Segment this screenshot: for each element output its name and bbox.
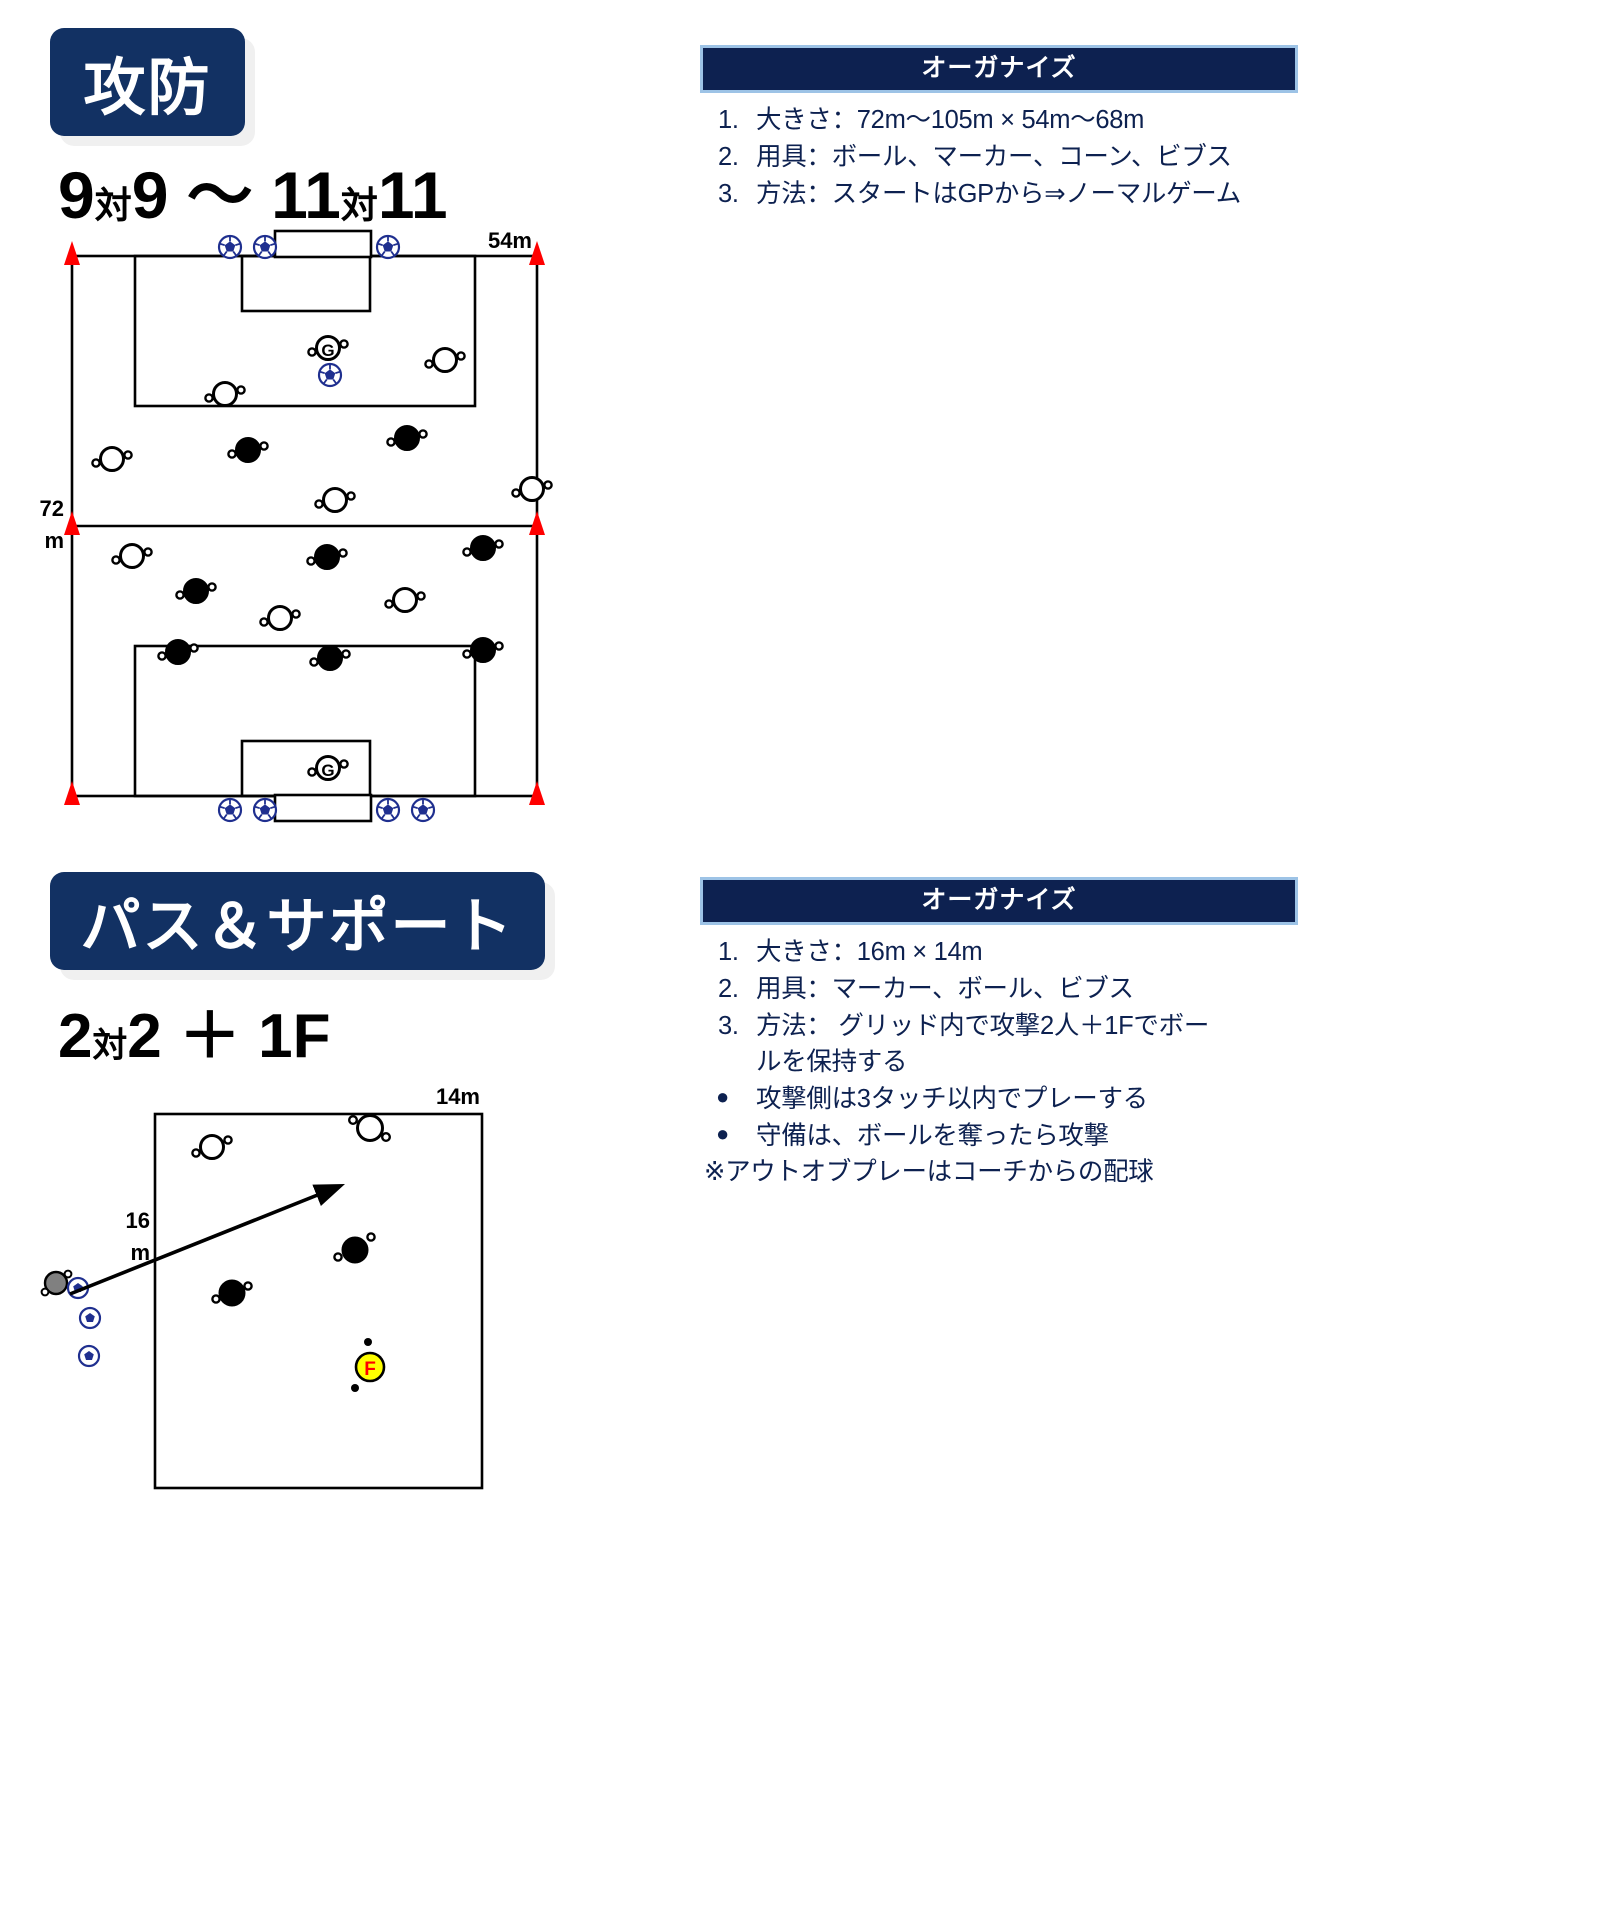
organize-item: 2. 用具：マーカー、ボール、ビブス [700,972,1298,1007]
pass-arrow [69,1183,346,1296]
organize-item-continuation: ルを保持する [700,1045,1298,1080]
grid-height-label-unit: m [130,1240,150,1265]
organize-item-text: 大きさ：16m × 14m [756,938,983,967]
ball-icon [217,797,243,823]
player-token-white [191,1134,233,1160]
headline-part-vs1: 対 [92,1027,128,1065]
organize-item-number: 2. [718,974,739,1003]
bullet-icon: ● [716,1120,729,1146]
headline-part-post: 11 [377,158,448,232]
player-token-black [333,1232,376,1264]
headline-part-mid: 2 ＋ 1F [127,1002,331,1071]
ball-icon [217,234,243,260]
organize-item-text: ルを保持する [756,1048,908,1077]
organize-item-number: 1. [718,938,739,967]
ball-icon [252,797,278,823]
organize-bullet-item: ● 攻撃側は3タッチ以内でプレーする [700,1082,1298,1117]
ball-icon [77,1344,101,1368]
free-player-label: F [364,1359,376,1380]
organize-header-1: オーガナイズ [700,45,1298,94]
organize-item-number: 2. [718,142,739,171]
headline-2v2-plus-1f: 2対2 ＋ 1F [58,985,331,1075]
ball-icon [410,797,436,823]
headline-9v9-11v11: 9対9 ～ 11対11 [58,142,448,238]
pitch-height-label-unit: m [44,528,64,553]
organize-item: 2. 用具：ボール、マーカー、コーン、ビブス [700,140,1298,175]
headline-part-pre: 9 [58,158,95,232]
organize-item: 3. 方法： グリッド内で攻撃2人＋1Fでボー [700,1009,1298,1044]
section-title-pill-pass-support: パス＆サポート [50,872,545,970]
organize-item-text: 方法： グリッド内で攻撃2人＋1Fでボー [756,1011,1210,1040]
organize-item: 1. 大きさ：16m × 14m [700,935,1298,970]
headline-part-vs2: 対 [340,185,378,226]
headline-part-mid: 9 ～ 11 [131,158,341,232]
cone-icon [64,241,80,265]
headline-part-pre: 2 [58,1002,93,1071]
pitch-width-label: 54m [488,228,532,253]
organize-item: 1. 大きさ：72m～105m × 54m～68m [700,103,1298,138]
organize-item-text: 方法：スタートはGPから⇒ノーマルゲーム [756,179,1241,208]
organize-bullet-item: ● 守備は、ボールを奪ったら攻撃 [700,1119,1298,1154]
goalkeeper-label: G [321,761,334,780]
free-player-token: F [351,1338,386,1392]
organize-item-text: 大きさ：72m～105m × 54m～68m [756,106,1145,135]
organize-list-1: 1. 大きさ：72m～105m × 54m～68m 2. 用具：ボール、マーカー… [700,93,1298,211]
section-title-pill-offense-defense: 攻防 [50,28,245,136]
organize-item-number: 3. [718,1011,739,1040]
coach-token [40,1269,73,1297]
organize-bullet-text: 守備は、ボールを奪ったら攻撃 [756,1121,1109,1150]
bullet-icon: ● [716,1083,729,1109]
grid-diagram-2v2-1f: 14m 16 m [40,1080,600,1525]
grid-width-label: 14m [436,1084,480,1109]
goalkeeper-token-top: G [306,335,350,361]
grid-height-label-number: 16 [126,1208,150,1233]
pitch-diagram-9v9: G G 5 [40,228,600,853]
ball-icon [375,234,401,260]
organize-item-number: 1. [718,106,739,135]
organize-bullet-text: 攻撃側は3タッチ以内でプレーする [756,1084,1148,1113]
organize-item: 3. 方法：スタートはGPから⇒ノーマルゲーム [700,177,1298,212]
organize-list-2: 1. 大きさ：16m × 14m 2. 用具：マーカー、ボール、ビブス 3. 方… [700,925,1298,1153]
pitch-svg: G G 5 [40,228,554,823]
organize-panel-1: オーガナイズ 1. 大きさ：72m～105m × 54m～68m 2. 用具：ボ… [700,45,1298,213]
ball-icon [317,362,343,388]
ball-icon [375,797,401,823]
organize-header-2: オーガナイズ [700,877,1298,926]
organize-item-text: 用具：ボール、マーカー、コーン、ビブス [756,142,1232,171]
player-token-black [211,1279,253,1307]
organize-panel-2: オーガナイズ 1. 大きさ：16m × 14m 2. 用具：マーカー、ボール、ビ… [700,877,1298,1190]
ball-icon [78,1306,102,1330]
pitch-height-label-number: 72 [40,496,64,521]
headline-part-vs1: 対 [94,185,132,226]
goal-top [273,229,373,259]
grid-outline [153,1112,484,1490]
goal-bottom [273,793,373,823]
organize-item-number: 3. [718,179,739,208]
goalkeeper-label: G [321,341,334,360]
organize-note: ※アウトオブプレーはコーチからの配球 [704,1158,1154,1187]
goalkeeper-token-bottom: G [306,755,350,781]
organize-item-text: 用具：マーカー、ボール、ビブス [756,974,1134,1003]
ball-icon [252,234,278,260]
player-token-white [348,1114,392,1143]
grid-svg: 14m 16 m [40,1084,484,1490]
